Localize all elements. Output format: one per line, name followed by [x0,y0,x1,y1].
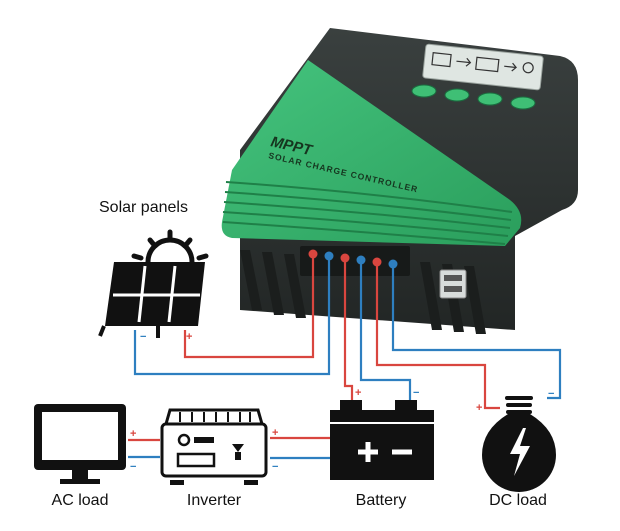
mppt-controller: MPPT SOLAR CHARGE CONTROLLER [221,28,578,334]
pm-dc-minus: − [548,388,554,400]
cover-ribs [222,181,513,245]
pm-ac-plus: + [130,428,136,440]
lcd-bulb-icon [522,62,534,74]
solar-panel-icon [98,229,209,338]
usb-ports [439,269,467,299]
battery-label: Battery [355,492,407,509]
inverter-icon [160,408,268,485]
bulb-icon [482,396,556,492]
esc-button[interactable] [411,84,437,98]
solar-panels-label: Solar panels [99,199,188,216]
set-button[interactable] [510,96,536,110]
pm-bat-plus: + [355,387,361,399]
pm-dc-plus: + [476,402,482,414]
pm-solar-minus: − [140,331,146,343]
wire-solar-plus [183,254,315,359]
pm-inv-plus: + [272,427,278,439]
ac-load-label: AC load [51,492,109,509]
green-cover [221,60,522,246]
up-button[interactable] [444,88,470,102]
dc-load-label: DC load [489,492,547,509]
pm-solar-plus: + [186,331,192,343]
wire-dc-plus [375,262,500,410]
inverter-label: Inverter [186,492,242,509]
monitor-icon [34,404,126,484]
wire-battery-minus [359,260,412,400]
wire-solar-minus [133,256,331,376]
control-buttons [411,84,536,110]
battery-icon [330,400,434,480]
pm-bat-minus: − [413,387,419,399]
polarity-marks: + − + − + − + − + − [130,331,554,473]
sun-icon [131,229,209,263]
lcd-battery-icon [475,56,500,73]
pm-ac-minus: − [130,461,136,473]
wires [128,254,562,460]
lcd-screen [422,43,544,91]
wire-dc-minus [391,264,562,400]
pm-inv-minus: − [272,461,278,473]
lcd-solar-icon [431,52,452,68]
down-button[interactable] [477,92,503,106]
wire-battery-plus [343,258,354,400]
